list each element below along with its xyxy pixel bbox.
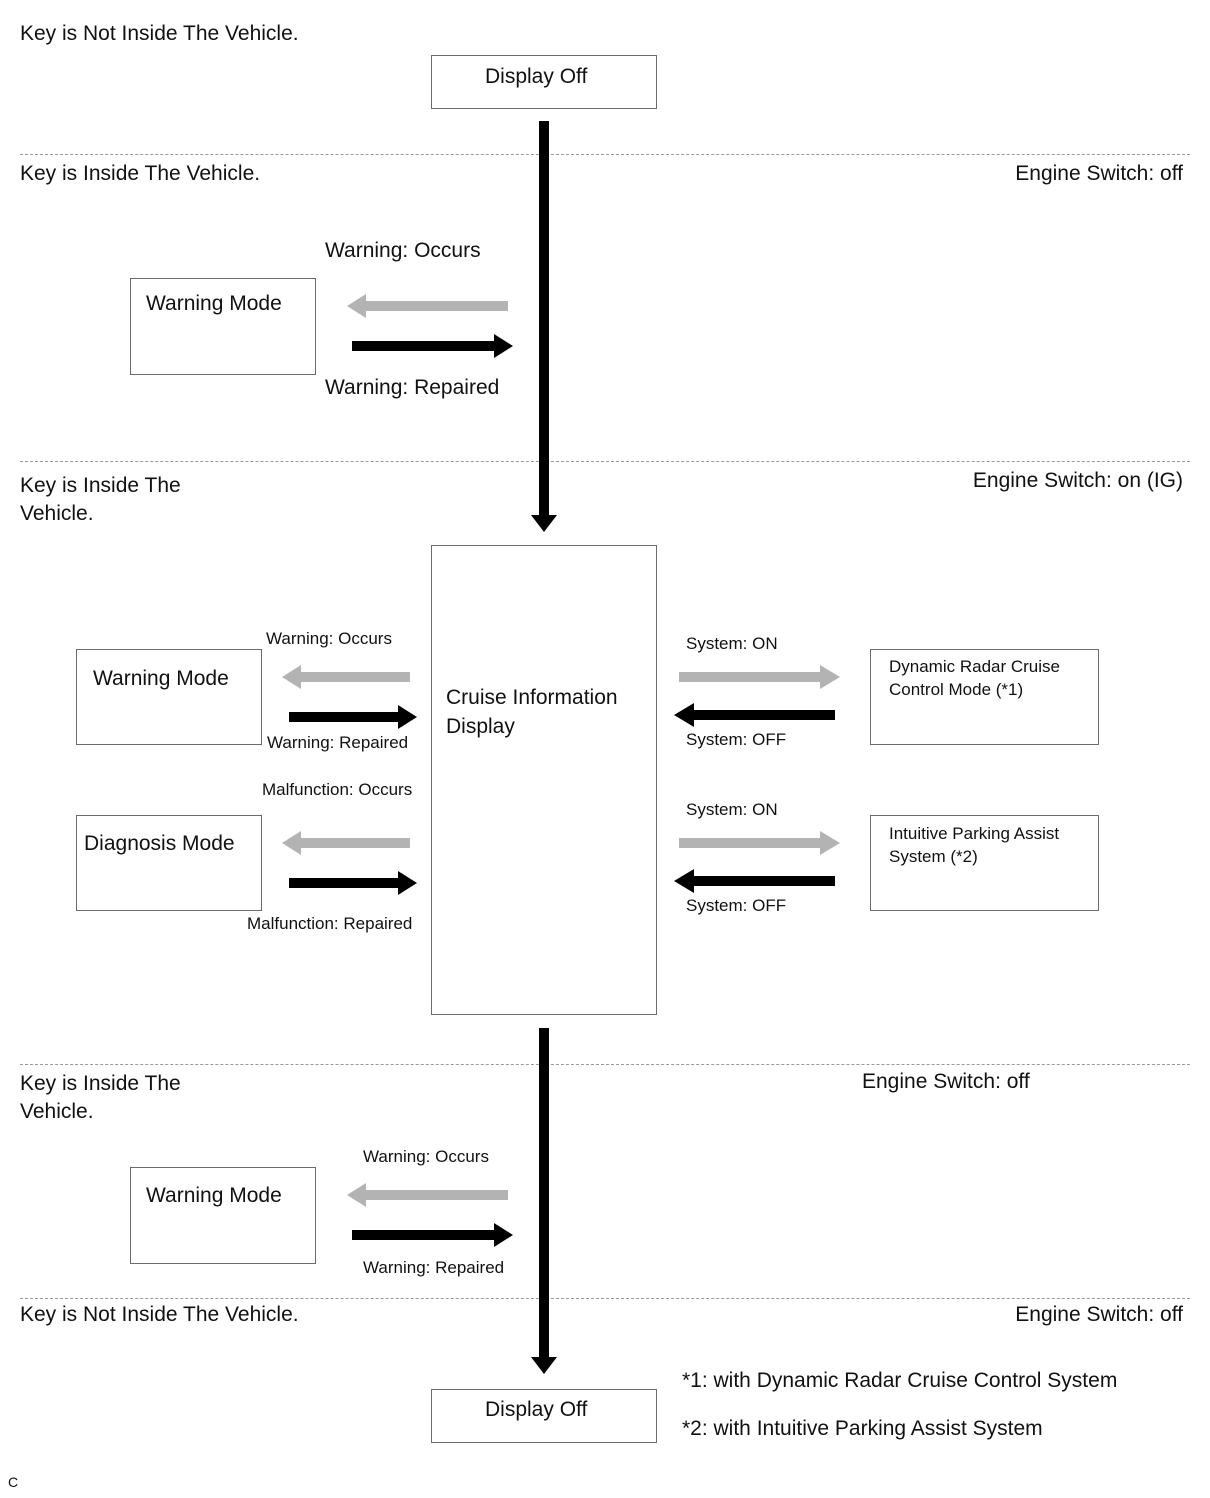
main-down-arrow-bottom [531,1028,557,1374]
sys2-on-label: System: ON [686,800,778,819]
warning-mode-2-label: Warning Mode [93,667,229,690]
corner-mark: C [8,1474,19,1490]
w1-repaired-arrow [352,334,513,358]
footnote-2: *2: with Intuitive Parking Assist System [682,1417,1043,1440]
w2-occurs-label: Warning: Occurs [266,629,392,648]
sys2-off-label: System: OFF [686,896,787,915]
sys1-off-arrow [674,703,835,727]
zone2-engine-label: Engine Switch: off [1015,162,1183,185]
w1-occurs-label: Warning: Occurs [325,239,481,262]
warning-mode-box-2: Warning Mode [76,649,262,745]
diagnosis-mode-box: Diagnosis Mode [76,815,262,911]
warning-mode-3-label: Warning Mode [146,1184,282,1207]
ipas-label-line2: System (*2) [889,847,978,866]
w3-repaired-arrow [352,1223,513,1247]
sys1-on-label: System: ON [686,634,778,653]
warning-mode-1-label: Warning Mode [146,292,282,315]
zone-divider-1 [20,154,1190,155]
w3-occurs-arrow [347,1183,508,1207]
zone5-engine-label: Engine Switch: off [1015,1303,1183,1326]
w3-occurs-label: Warning: Occurs [363,1147,489,1166]
w3-repaired-label: Warning: Repaired [363,1258,505,1277]
main-down-arrow-top [531,121,557,532]
zone-divider-3 [20,1064,1190,1065]
drcc-mode-box: Dynamic Radar Cruise Control Mode (*1) [870,649,1099,745]
sys2-off-arrow [674,869,835,893]
zone4-key-label-line1: Key is Inside The [20,1072,181,1095]
display-off-top-label: Display Off [485,65,588,88]
ipas-label-line1: Intuitive Parking Assist [889,824,1060,843]
zone3-key-label-line1: Key is Inside The [20,474,181,497]
w2-repaired-label: Warning: Repaired [267,733,409,752]
display-off-box-top: Display Off [431,55,657,109]
zone3-engine-label: Engine Switch: on (IG) [972,469,1183,492]
malf-repaired-label: Malfunction: Repaired [247,914,413,933]
warning-mode-box-1: Warning Mode [130,278,316,375]
drcc-label-line1: Dynamic Radar Cruise [889,657,1060,676]
footnote-1: *1: with Dynamic Radar Cruise Control Sy… [682,1369,1118,1392]
warning-mode-box-3: Warning Mode [130,1167,316,1264]
sys1-on-arrow [679,665,840,689]
display-off-box-bottom: Display Off [431,1389,657,1443]
w2-occurs-arrow [282,665,410,689]
malf-repaired-arrow [289,871,417,895]
drcc-label-line2: Control Mode (*1) [889,680,1024,699]
cruise-information-display-box: Cruise Information Display [431,545,657,1015]
zone-divider-2 [20,461,1190,462]
diagnosis-mode-label: Diagnosis Mode [84,832,235,855]
zone2-key-label: Key is Inside The Vehicle. [20,162,261,185]
cruise-info-label-line1: Cruise Information [446,686,618,709]
zone3-key-label-line2: Vehicle. [20,502,94,525]
w2-repaired-arrow [289,705,417,729]
ipas-box: Intuitive Parking Assist System (*2) [870,815,1099,911]
zone5-key-label: Key is Not Inside The Vehicle. [20,1303,299,1326]
w1-occurs-arrow [347,294,508,318]
malf-occurs-arrow [282,831,410,855]
malf-occurs-label: Malfunction: Occurs [262,780,413,799]
sys1-off-label: System: OFF [686,730,787,749]
w1-repaired-label: Warning: Repaired [325,376,500,399]
cruise-info-label-line2: Display [446,715,515,738]
zone-divider-4 [20,1298,1190,1299]
zone4-engine-label: Engine Switch: off [862,1070,1030,1093]
sys2-on-arrow [679,831,840,855]
zone4-key-label-line2: Vehicle. [20,1100,94,1123]
display-off-bottom-label: Display Off [485,1398,588,1421]
zone1-key-label: Key is Not Inside The Vehicle. [20,22,299,45]
